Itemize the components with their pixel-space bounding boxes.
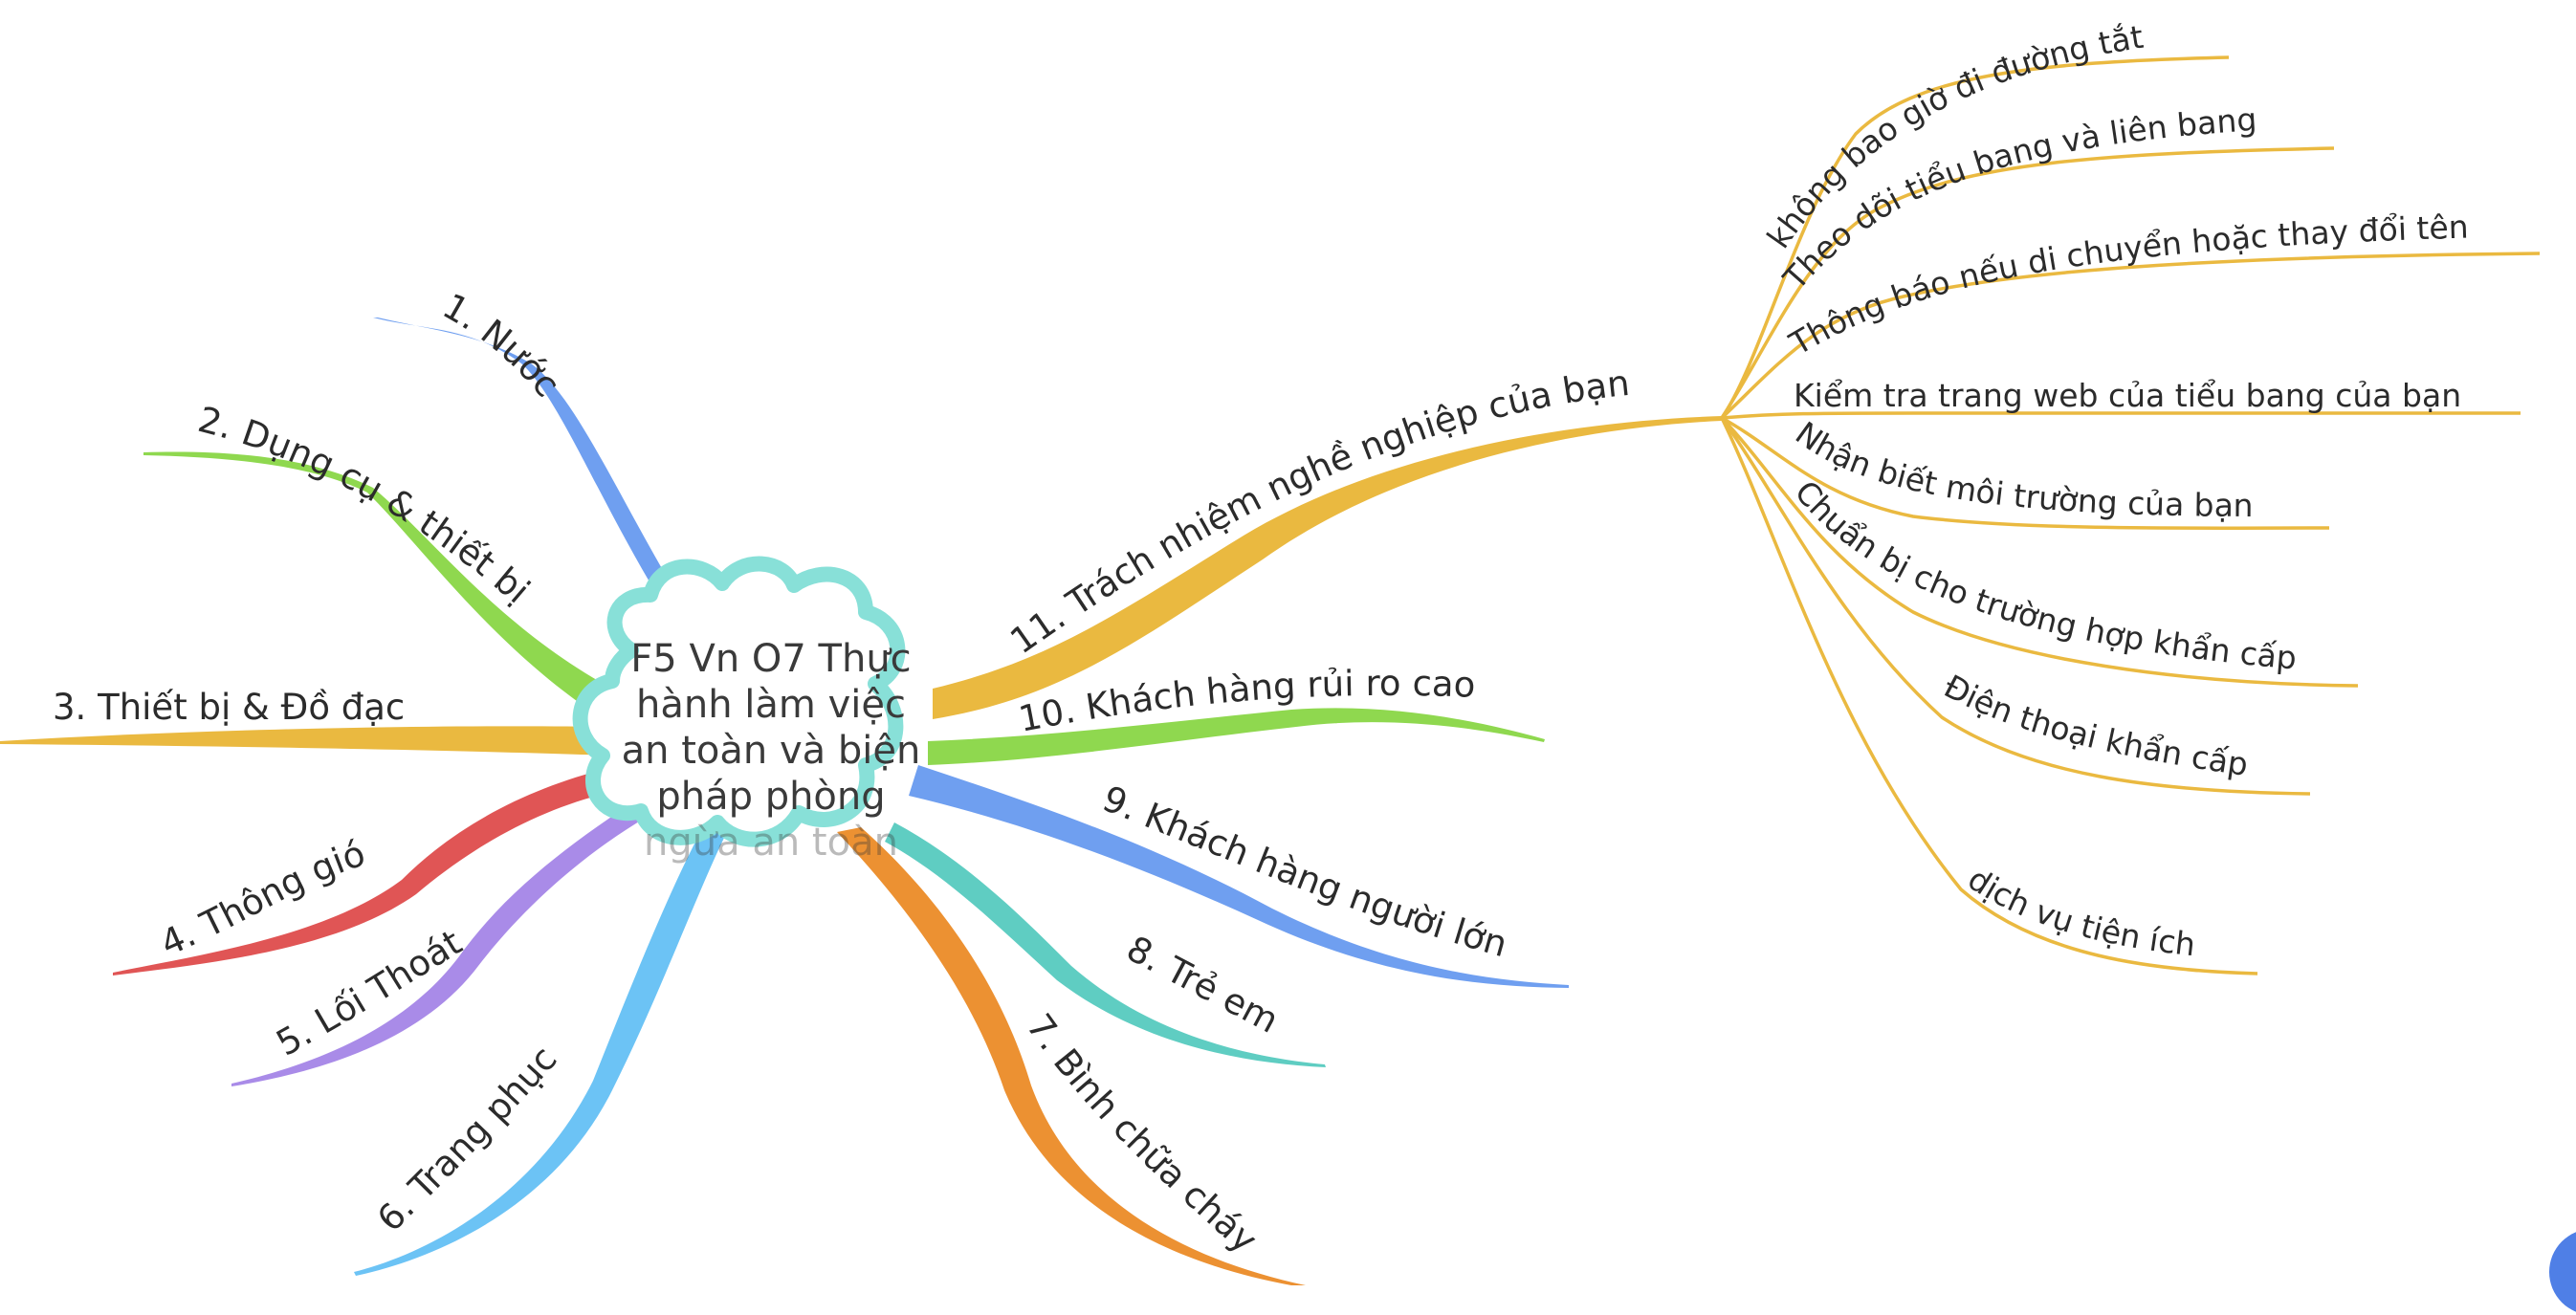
mind-map-canvas: F5 Vn O7 Thực hành làm việc an toàn và b…: [0, 18, 2541, 1285]
subtopic-label-8[interactable]: dịch vụ tiện ích: [1962, 860, 2198, 963]
subtopic-line-6: [1720, 416, 2359, 688]
subtopic-label-3[interactable]: Thông báo nếu di chuyển hoặc thay đổi tê…: [1783, 208, 2470, 363]
central-topic[interactable]: F5 Vn O7 Thực hành làm việc an toàn và b…: [572, 556, 921, 865]
subtopic-line-3: [1720, 252, 2541, 420]
branch-line-2: [143, 451, 612, 712]
central-topic-line-2: hành làm việc: [636, 683, 906, 727]
branch-label-6[interactable]: 6. Trang phục: [369, 1039, 564, 1239]
central-topic-line-3: an toàn và biện: [622, 729, 921, 773]
subtopic-line-1: [1720, 55, 2230, 420]
subtopic-line-2: [1720, 146, 2335, 419]
central-topic-line-5: ngừa an toàn: [644, 821, 898, 865]
subtopic-labels: không bao giờ đi đường tắt Theo dõi tiểu…: [1760, 18, 2470, 964]
branch-line-3: [0, 726, 612, 756]
branch-line-11: [933, 416, 1722, 719]
branch-line-4: [113, 765, 627, 975]
branch-label-1[interactable]: 1. Nước: [436, 285, 568, 405]
subtopic-label-5[interactable]: Nhận biết môi trường của bạn: [1789, 414, 2254, 524]
branch-line-6: [354, 827, 727, 1276]
branch-line-10: [928, 708, 1545, 765]
branch-line-5: [231, 803, 646, 1086]
central-topic-line-4: pháp phòng: [656, 775, 885, 819]
subtopic-label-7[interactable]: Điện thoại khẩn cấp: [1938, 668, 2251, 783]
subtopic-line-5: [1721, 416, 2330, 530]
subtopic-lines: [1720, 55, 2541, 975]
subtopic-label-4[interactable]: Kiểm tra trang web của tiểu bang của bạn: [1794, 377, 2461, 414]
subtopic-line-7: [1720, 416, 2311, 796]
branch-line-9: [909, 765, 1569, 988]
branch-label-2[interactable]: 2. Dụng cụ & thiết bị: [194, 399, 538, 611]
central-topic-bubble: [572, 556, 906, 847]
subtopic-line-4: [1721, 411, 2521, 420]
central-topic-line-1: F5 Vn O7 Thực: [630, 637, 911, 681]
branch-lines: [0, 318, 1722, 1285]
subtopic-line-8: [1720, 417, 2258, 975]
branch-line-8: [885, 822, 1326, 1067]
branch-label-3[interactable]: 3. Thiết bị & Đồ đạc: [53, 687, 405, 728]
branch-line-7: [837, 827, 1306, 1285]
